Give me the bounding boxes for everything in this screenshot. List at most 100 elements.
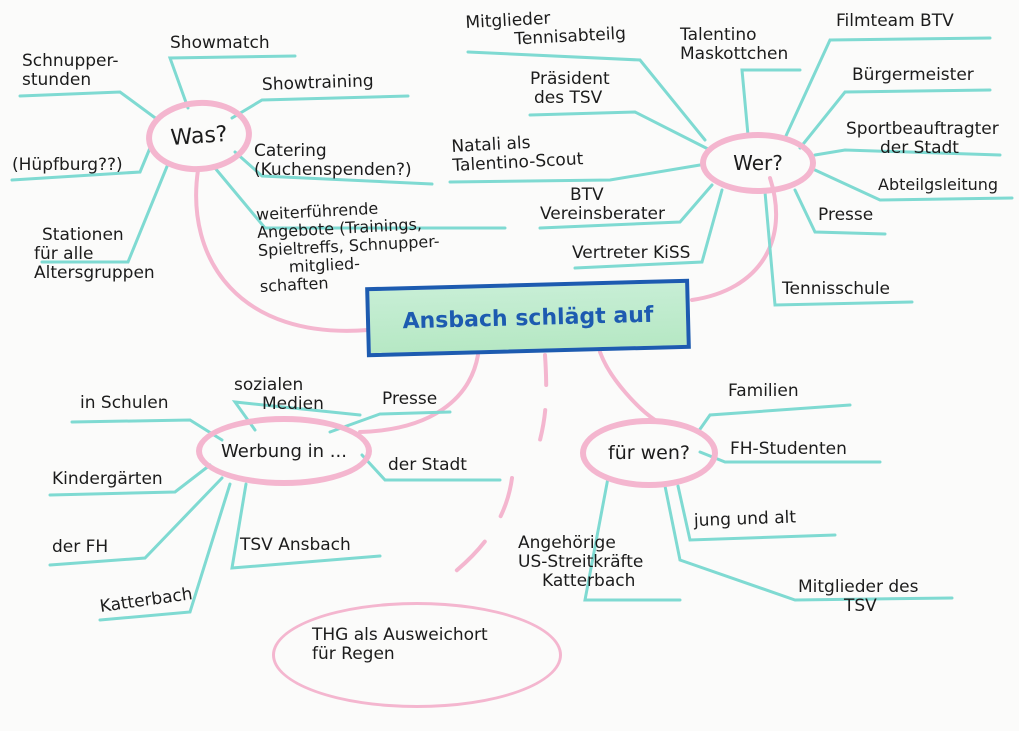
item-tsv-ansbach: TSV Ansbach bbox=[240, 535, 351, 555]
item-mitglieder-tsv-line1: Mitglieder des bbox=[798, 577, 919, 597]
link-fw-familien bbox=[696, 403, 852, 434]
item-talentino: Talentino Maskottchen bbox=[680, 25, 789, 65]
item-angehoerige-line2: US-Streitkräfte bbox=[518, 552, 644, 573]
item-schulen: in Schulen bbox=[80, 393, 169, 413]
note-text-line2: für Regen bbox=[312, 644, 395, 665]
item-schnupperstunden-line2: stunden bbox=[22, 70, 92, 91]
item-catering-line2: (Kuchenspenden?) bbox=[254, 160, 412, 181]
hub-fuer-wen-label: für wen? bbox=[608, 442, 690, 464]
link-wer-kiss bbox=[573, 188, 724, 270]
link-wer-talentino bbox=[740, 68, 802, 137]
link-wer-praesident bbox=[528, 110, 712, 152]
item-catering-line1: Catering bbox=[254, 141, 327, 161]
item-mitglieder-tsv: Mitglieder des TSV bbox=[798, 577, 919, 617]
item-der-stadt: der Stadt bbox=[388, 455, 467, 475]
note-text: THG als Ausweichort für Regen bbox=[312, 625, 488, 665]
link-was-huepfburg bbox=[10, 146, 152, 182]
item-sportbeauftragter: Sportbeauftragter der Stadt bbox=[846, 119, 999, 159]
item-sozialen-line2: Medien bbox=[262, 394, 324, 415]
link-was-showmatch bbox=[167, 54, 297, 110]
item-angehoerige: Angehörige US-Streitkräfte Katterbach bbox=[518, 533, 644, 592]
link-werbung-kinder bbox=[48, 463, 212, 497]
item-btv-line1: BTV bbox=[570, 185, 604, 205]
item-showmatch: Showmatch bbox=[170, 33, 270, 53]
item-der-fh: der FH bbox=[52, 537, 109, 557]
item-buergermeister: Bürgermeister bbox=[852, 65, 974, 85]
item-abteilungsleitung: Abteilgsleitung bbox=[878, 175, 999, 194]
item-sportbeauftragter-line1: Sportbeauftragter bbox=[846, 119, 999, 139]
link-wer-abteil bbox=[813, 168, 1014, 202]
note-ellipse bbox=[272, 602, 562, 708]
link-wer-sport bbox=[813, 148, 1002, 157]
hub-was-label: Was? bbox=[169, 121, 229, 151]
item-angehoerige-line1: Angehörige bbox=[518, 533, 616, 553]
item-btv: BTV Vereinsberater bbox=[540, 185, 665, 225]
link-center-note bbox=[538, 353, 549, 442]
item-schnupperstunden: Schnupper- stunden bbox=[22, 51, 119, 91]
link-was-showtraining bbox=[230, 94, 410, 120]
item-praesident: Präsident des TSV bbox=[530, 69, 610, 109]
link-wer-mitglieder bbox=[466, 50, 707, 142]
item-presse-werbung: Presse bbox=[382, 389, 438, 409]
item-sportbeauftragter-line2: der Stadt bbox=[880, 138, 959, 159]
link-wer-presse bbox=[793, 188, 887, 236]
item-fh-studenten: FH-Studenten bbox=[730, 439, 847, 459]
hub-wer-label: Wer? bbox=[733, 151, 783, 175]
link-wer-filmteam bbox=[783, 36, 992, 140]
item-schnupperstunden-line1: Schnupper- bbox=[22, 51, 119, 71]
link-werbung-schulen bbox=[70, 418, 224, 442]
item-filmteam: Filmteam BTV bbox=[836, 11, 954, 31]
item-stationen-line3: Altersgruppen bbox=[34, 263, 155, 284]
item-kiss: Vertreter KiSS bbox=[572, 243, 691, 263]
link-werbung-fh bbox=[48, 476, 224, 567]
note-text-line1: THG als Ausweichort bbox=[312, 625, 488, 645]
link-fw-ang bbox=[583, 476, 682, 602]
item-talentino-line1: Talentino bbox=[680, 25, 757, 45]
item-presse-wer: Presse bbox=[818, 205, 874, 225]
link-wer-btv bbox=[538, 183, 714, 230]
item-stationen-line1: Stationen bbox=[42, 225, 124, 245]
central-topic: Ansbach schlägt auf bbox=[365, 278, 691, 358]
item-catering: Catering (Kuchenspenden?) bbox=[254, 141, 412, 181]
link-fuerwen-center bbox=[598, 350, 657, 422]
link-werbung-katt bbox=[98, 482, 232, 622]
link-was-schnupper bbox=[18, 90, 160, 122]
item-stationen: Stationen für alle Altersgruppen bbox=[34, 225, 155, 284]
link-werbung-center bbox=[358, 353, 480, 434]
link-fw-jung bbox=[676, 484, 837, 542]
link-fw-mitglieder bbox=[663, 484, 954, 602]
item-showtraining: Showtraining bbox=[261, 71, 374, 95]
link-was-stationen bbox=[40, 162, 170, 264]
link-was-catering bbox=[233, 150, 434, 186]
hub-wer: Wer? bbox=[700, 132, 816, 194]
link-wer-center bbox=[690, 176, 779, 302]
item-btv-line2: Vereinsberater bbox=[540, 204, 665, 225]
item-tennisschule: Tennisschule bbox=[782, 279, 891, 299]
hub-werbung: Werbung in ... bbox=[196, 416, 372, 486]
link-wer-buergermeister bbox=[798, 88, 992, 150]
item-talentino-line2: Maskottchen bbox=[680, 44, 789, 65]
item-mitglieder-tsv-line2: TSV bbox=[844, 596, 877, 617]
item-praesident-line1: Präsident bbox=[530, 69, 610, 89]
link-wer-natali bbox=[448, 163, 702, 184]
link-werbung-stadt bbox=[360, 453, 502, 482]
item-natali: Natali als Talentino-Scout bbox=[451, 131, 584, 176]
central-topic-label: Ansbach schlägt auf bbox=[402, 302, 654, 334]
item-praesident-line2: des TSV bbox=[534, 88, 603, 109]
item-huepfburg: (Hüpfburg??) bbox=[12, 155, 123, 175]
item-weiterfuehrende: weiterführende Angebote (Trainings, Spie… bbox=[256, 197, 442, 296]
link-was-center bbox=[194, 168, 370, 333]
link-wer-tennisschule bbox=[763, 190, 914, 307]
item-kindergaerten: Kindergärten bbox=[52, 469, 163, 489]
item-jung-und-alt: jung und alt bbox=[693, 507, 797, 531]
hub-fuer-wen: für wen? bbox=[580, 418, 718, 488]
link-werbung-tsv bbox=[230, 482, 382, 570]
item-angehoerige-line3: Katterbach bbox=[542, 571, 636, 592]
link-was-weiter bbox=[213, 166, 507, 230]
link-note-tail bbox=[443, 476, 514, 582]
item-familien: Familien bbox=[728, 381, 799, 401]
hub-werbung-label: Werbung in ... bbox=[221, 440, 347, 462]
item-sozialen-medien: sozialen Medien bbox=[234, 375, 324, 415]
item-stationen-line2: für alle bbox=[34, 244, 94, 265]
